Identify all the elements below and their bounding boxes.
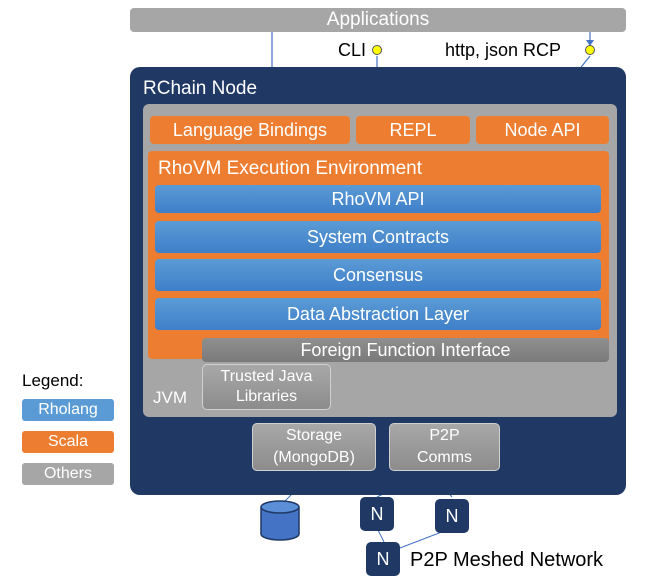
rhovm-api-layer: RhoVM API: [155, 185, 601, 213]
http-connector-dot: [585, 45, 595, 55]
foreign-function-interface: Foreign Function Interface: [202, 338, 609, 362]
rhovm-title: RhoVM Execution Environment: [158, 158, 423, 179]
node-api-label: Node API: [504, 119, 581, 140]
rhovm-api-label: RhoVM API: [331, 188, 425, 209]
node-api-box: Node API: [476, 116, 609, 144]
legend-scala: Scala: [22, 431, 114, 453]
storage-box: Storage (MongoDB): [252, 423, 376, 471]
repl-box: REPL: [356, 116, 470, 144]
legend-title: Legend:: [22, 371, 84, 390]
p2p-comms-box: P2P Comms: [389, 423, 500, 471]
database-icon: [260, 500, 300, 541]
rchain-node-title: RChain Node: [143, 78, 258, 99]
ffi-label: Foreign Function Interface: [300, 339, 511, 360]
cli-connector-dot: [372, 45, 382, 55]
applications-label: Applications: [326, 9, 430, 30]
storage-label: Storage (MongoDB): [273, 427, 355, 466]
network-node: N: [366, 542, 400, 576]
data-abstraction-layer: Data Abstraction Layer: [155, 298, 601, 330]
language-bindings-box: Language Bindings: [150, 116, 350, 144]
system-contracts-label: System Contracts: [306, 226, 450, 247]
system-contracts-layer: System Contracts: [155, 221, 601, 253]
network-node: N: [435, 499, 469, 533]
http-json-rcp-label: http, json RCP: [445, 40, 562, 60]
network-node: N: [360, 497, 394, 531]
consensus-layer: Consensus: [155, 259, 601, 291]
p2p-comms-label: P2P Comms: [416, 427, 473, 466]
trusted-java-libraries: Trusted Java Libraries: [202, 364, 331, 410]
data-abstraction-label: Data Abstraction Layer: [286, 303, 470, 324]
p2p-meshed-network-label: P2P Meshed Network: [410, 549, 604, 571]
legend-rholang: Rholang: [22, 399, 114, 421]
legend-others: Others: [22, 463, 114, 485]
language-bindings-label: Language Bindings: [172, 119, 328, 140]
consensus-label: Consensus: [332, 264, 424, 285]
repl-label: REPL: [389, 119, 437, 140]
cli-label: CLI: [338, 40, 367, 60]
applications-bar: Applications: [130, 8, 626, 32]
trusted-java-label: Trusted Java Libraries: [220, 368, 313, 405]
jvm-label: JVM: [153, 388, 187, 407]
